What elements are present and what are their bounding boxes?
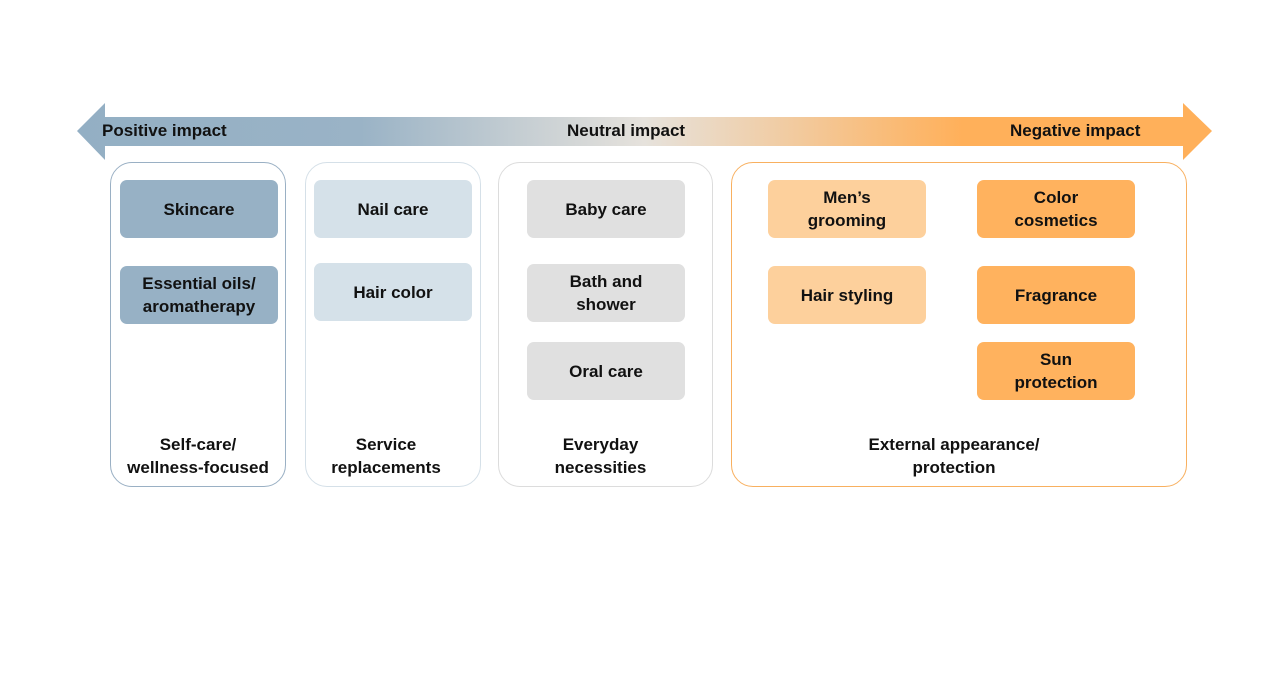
category-sun-protection: Sun protection — [977, 342, 1135, 400]
category-hair-styling: Hair styling — [768, 266, 926, 324]
category-fragrance: Fragrance — [977, 266, 1135, 324]
category-hair-color: Hair color — [314, 263, 472, 321]
category-baby-care: Baby care — [527, 180, 685, 238]
group-external-appearance — [731, 162, 1187, 487]
group-label-self-care: Self-care/ wellness-focused — [127, 435, 269, 477]
group-self-care — [110, 162, 286, 487]
category-skincare: Skincare — [120, 180, 278, 238]
category-mens-grooming: Men’s grooming — [768, 180, 926, 238]
group-label-everyday-necessities: Everyday necessities — [554, 435, 647, 477]
category-nail-care: Nail care — [314, 180, 472, 238]
category-color-cosmetics: Color cosmetics — [977, 180, 1135, 238]
category-essential-oils: Essential oils/ aromatherapy — [120, 266, 278, 324]
group-label-external-appearance: External appearance/ protection — [868, 435, 1040, 477]
impact-spectrum-arrow — [77, 103, 1212, 160]
group-service-replacements — [305, 162, 481, 487]
negative-impact-label: Negative impact — [1010, 121, 1141, 140]
category-bath-shower: Bath and shower — [527, 264, 685, 322]
positive-impact-label: Positive impact — [102, 121, 227, 140]
category-oral-care: Oral care — [527, 342, 685, 400]
group-everyday-necessities — [498, 162, 713, 487]
group-label-service-replacements: Service replacements — [331, 435, 441, 477]
neutral-impact-label: Neutral impact — [567, 121, 686, 140]
